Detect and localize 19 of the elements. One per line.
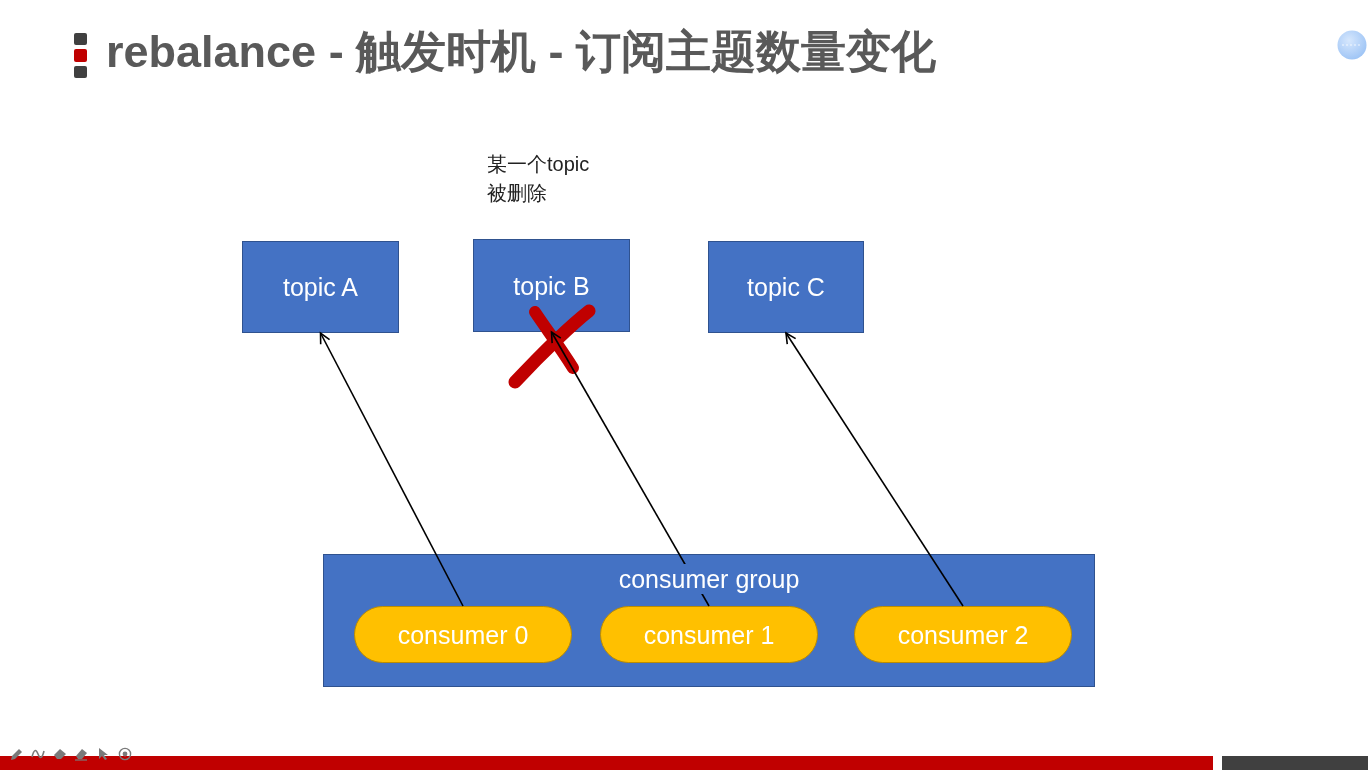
group-label: consumer group xyxy=(617,564,801,594)
annotation-text: 某一个topic被删除 xyxy=(487,152,591,206)
arrow xyxy=(550,331,710,607)
topic-box xyxy=(473,239,630,332)
box-label: topic A xyxy=(282,272,359,302)
topic-box xyxy=(708,241,864,333)
pill-label: consumer 2 xyxy=(897,619,1029,650)
box-label: topic B xyxy=(513,270,590,301)
pill-label: consumer 0 xyxy=(397,619,529,650)
pill-label: consumer 1 xyxy=(643,619,775,650)
consumer-pill xyxy=(600,606,818,663)
box-label: topic C xyxy=(747,272,825,302)
arrow xyxy=(319,332,464,607)
slide-title: rebalance - 触发时机 - 订阅主题数量变化 xyxy=(106,25,937,79)
arrow xyxy=(785,332,964,607)
topic-box xyxy=(242,241,399,333)
consumer-pill xyxy=(854,606,1072,663)
group-container xyxy=(323,554,1095,687)
consumer-pill xyxy=(354,606,572,663)
